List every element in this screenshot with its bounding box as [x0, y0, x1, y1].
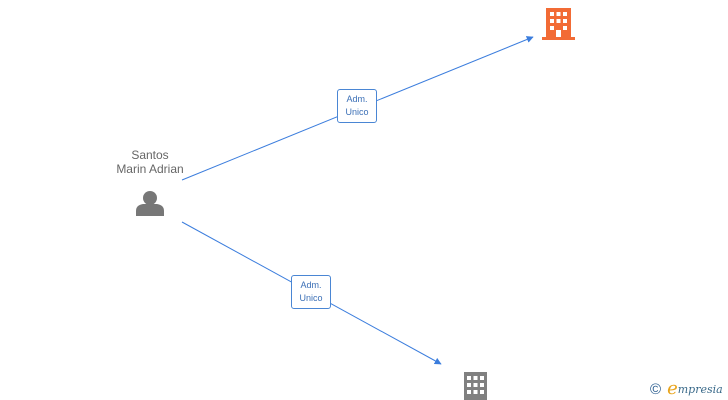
role-label-company-2: Adm. Unico — [291, 275, 331, 309]
brand-logo-text: mpresia — [677, 382, 723, 396]
person-name-line1: Santos — [131, 148, 169, 162]
company-building-icon-secondary[interactable] — [464, 372, 487, 400]
copyright-footer: © e mpresia — [650, 379, 723, 399]
role-label-line1: Adm. — [346, 94, 368, 104]
role-label-line2: Unico — [345, 107, 369, 117]
person-icon[interactable] — [136, 191, 164, 216]
person-name-label[interactable]: Santos Marin Adrian — [95, 148, 205, 176]
brand-logo-initial: e — [667, 378, 678, 399]
role-label-line2: Unico — [299, 293, 323, 303]
role-label-company-1: Adm. Unico — [337, 89, 377, 123]
company-building-icon-primary[interactable] — [542, 8, 575, 40]
copyright-icon: © — [650, 380, 662, 398]
role-label-line1: Adm. — [300, 280, 322, 290]
person-name-line2: Marin Adrian — [116, 162, 184, 176]
